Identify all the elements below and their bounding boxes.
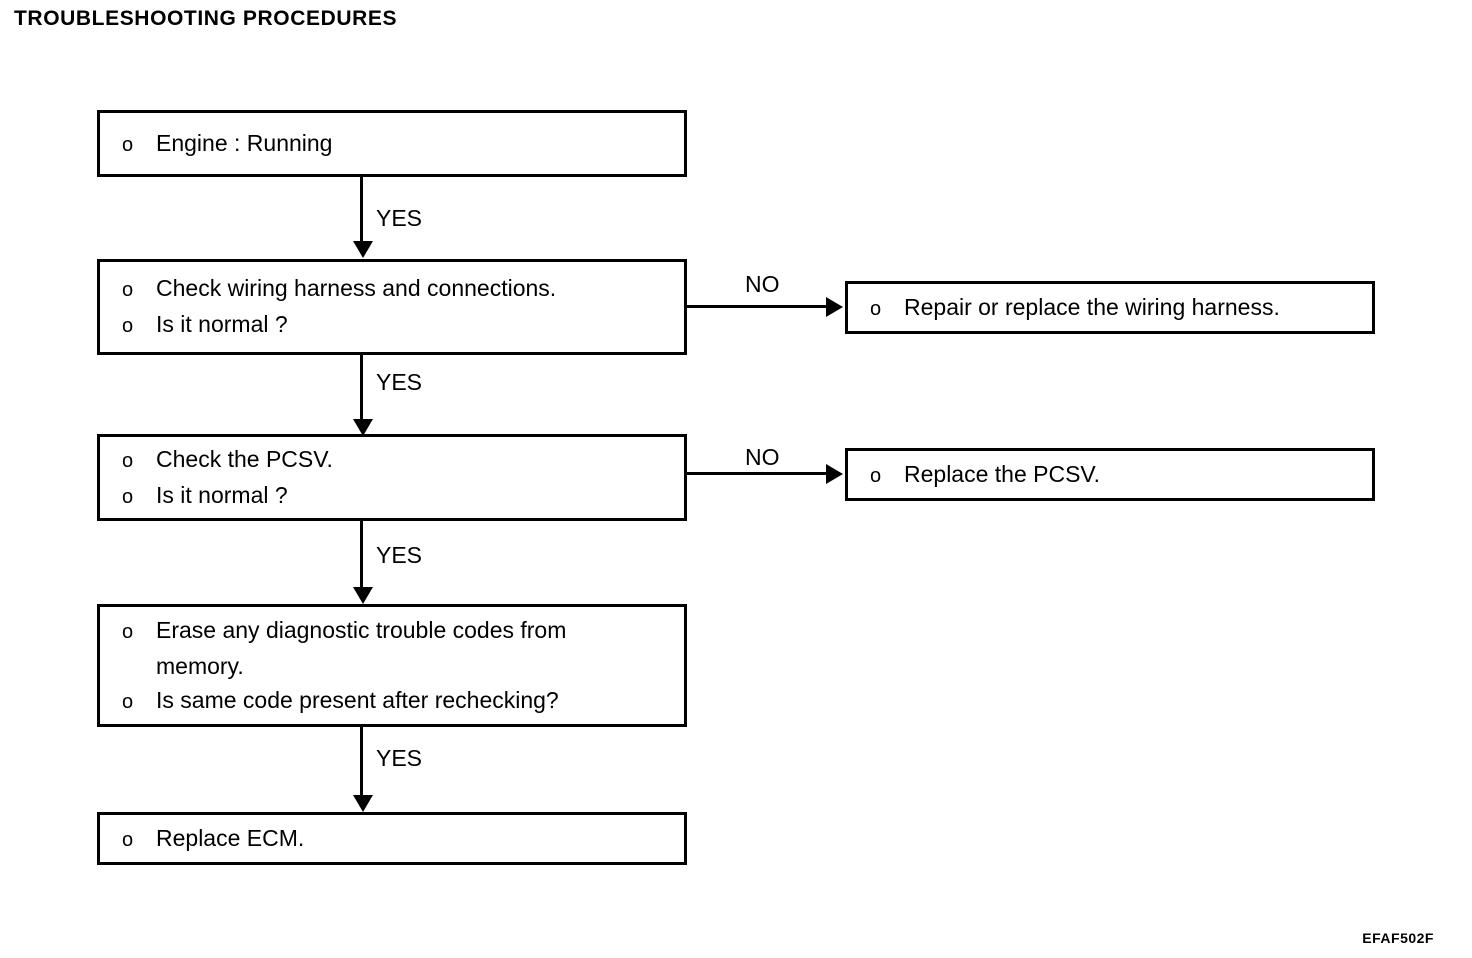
connector-line-horizontal-1 xyxy=(687,305,829,308)
flow-box-line: o Check the PCSV. xyxy=(122,442,684,478)
bullet-icon: o xyxy=(122,828,134,851)
flow-box-line: o Is it normal ? xyxy=(122,307,684,343)
flow-box-line: o Check wiring harness and connections. xyxy=(122,271,684,307)
flow-box-text: Check the PCSV. xyxy=(156,445,333,472)
bullet-icon: o xyxy=(122,620,134,643)
connector-line-horizontal-2 xyxy=(687,472,829,475)
flow-box-text: Engine : Running xyxy=(156,129,333,156)
flow-box-text: Is same code present after rechecking? xyxy=(156,686,559,713)
flow-box-text: Repair or replace the wiring harness. xyxy=(904,293,1280,320)
bullet-icon: o xyxy=(122,449,134,472)
flow-box-text-continuation: memory. xyxy=(156,652,244,679)
arrow-head-right-icon-1 xyxy=(826,297,843,317)
flow-box-replace-pcsv: o Replace the PCSV. xyxy=(845,448,1375,501)
flow-box-repair-or-replace-wiring-harness: o Repair or replace the wiring harness. xyxy=(845,281,1375,334)
bullet-icon: o xyxy=(122,315,134,337)
page-title: TROUBLESHOOTING PROCEDURES xyxy=(14,7,398,30)
branch-label-yes-3: YES xyxy=(376,542,423,568)
flow-box-text: Replace the PCSV. xyxy=(904,460,1101,487)
flow-box-line: o Repair or replace the wiring harness. xyxy=(870,290,1372,326)
branch-label-no-2: NO xyxy=(745,444,780,470)
flow-box-line: o Is same code present after rechecking? xyxy=(122,683,684,719)
branch-label-yes-4: YES xyxy=(376,745,423,771)
arrow-head-down-icon-3 xyxy=(353,587,373,604)
arrow-head-down-icon-4 xyxy=(353,795,373,812)
arrow-head-right-icon-2 xyxy=(826,464,843,484)
bullet-icon: o xyxy=(870,297,882,320)
flow-box-engine-running: o Engine : Running xyxy=(97,110,687,177)
connector-line-vertical-4 xyxy=(360,727,363,795)
flow-box-line: o Replace the PCSV. xyxy=(870,457,1372,493)
bullet-icon: o xyxy=(122,279,134,301)
bullet-icon: o xyxy=(122,133,134,156)
flow-box-text: Is it normal ? xyxy=(156,311,288,337)
flow-box-text: Erase any diagnostic trouble codes from xyxy=(156,616,567,643)
flow-box-line: o Engine : Running xyxy=(122,126,684,162)
connector-line-vertical-3 xyxy=(360,521,363,587)
flow-box-text: Check wiring harness and connections. xyxy=(156,275,557,301)
bullet-icon: o xyxy=(122,690,134,713)
flow-box-text: Is it normal ? xyxy=(156,481,288,508)
flow-box-replace-ecm: o Replace ECM. xyxy=(97,812,687,865)
connector-line-vertical-1 xyxy=(360,177,363,241)
flow-box-line: o Is it normal ? xyxy=(122,478,684,514)
branch-label-yes-1: YES xyxy=(376,205,423,231)
flow-box-check-pcsv: o Check the PCSV. o Is it normal ? xyxy=(97,434,687,521)
branch-label-yes-2: YES xyxy=(376,369,423,395)
bullet-icon: o xyxy=(122,485,134,508)
flow-box-line: o Erase any diagnostic trouble codes fro… xyxy=(122,613,684,649)
flow-box-text: Replace ECM. xyxy=(156,824,305,851)
flow-box-line: o Replace ECM. xyxy=(122,821,684,857)
figure-code-caption: EFAF502F xyxy=(1362,930,1434,946)
arrow-head-down-icon-1 xyxy=(353,241,373,258)
bullet-icon: o xyxy=(870,464,882,487)
flow-box-check-wiring-harness: o Check wiring harness and connections. … xyxy=(97,259,687,355)
flow-box-erase-diagnostic-trouble-codes: o Erase any diagnostic trouble codes fro… xyxy=(97,604,687,727)
branch-label-no-1: NO xyxy=(745,271,780,297)
connector-line-vertical-2 xyxy=(360,355,363,419)
arrow-head-down-icon-2 xyxy=(353,419,373,436)
